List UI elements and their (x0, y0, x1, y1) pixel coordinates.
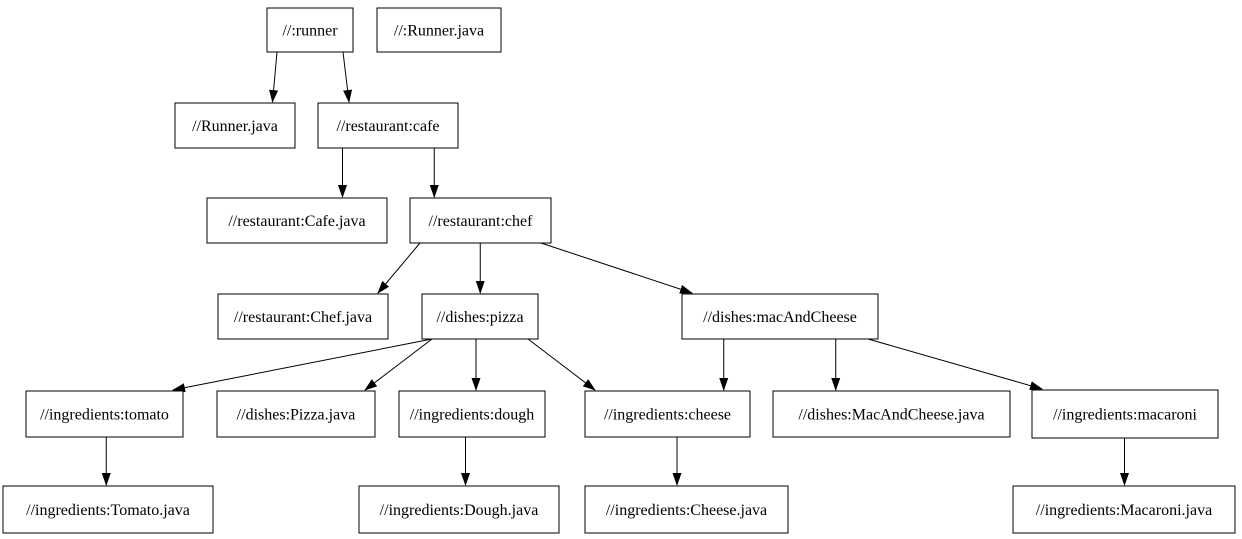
node-box-macaroni (1031, 389, 1219, 439)
node-box-chef-java (217, 293, 389, 340)
graph-node-runner-java: //Runner.java (174, 102, 296, 149)
node-box-cafe-java (206, 197, 388, 244)
node-box-tomato-java (2, 485, 214, 534)
node-label-runner-java-root: //:Runner.java (394, 23, 484, 40)
edge-runner-to-cafe (342, 51, 353, 103)
node-label-macaroni-java: //ingredients:Macaroni.java (1036, 502, 1212, 519)
node-label-tomato: //ingredients:tomato (40, 407, 169, 424)
graph-node-cheese: //ingredients:cheese (584, 390, 751, 438)
node-label-cheese: //ingredients:cheese (604, 407, 731, 424)
node-box-chef (409, 197, 552, 244)
graph-node-macaroni-java: //ingredients:Macaroni.java (1012, 485, 1236, 534)
graph-node-chef: //restaurant:chef (409, 197, 552, 244)
node-label-macaroni: //ingredients:macaroni (1053, 407, 1198, 424)
node-box-tomato (25, 390, 184, 438)
graph-node-macaroni: //ingredients:macaroni (1031, 389, 1219, 439)
edge-pizza-to-tomato (172, 338, 433, 393)
graph-node-dough: //ingredients:dough (398, 390, 546, 438)
graph-node-mac-and-cheese-java: //dishes:MacAndCheese.java (772, 390, 1011, 438)
node-label-chef: //restaurant:chef (429, 213, 534, 230)
node-box-cafe (317, 102, 459, 149)
node-box-dough (398, 390, 546, 438)
node-box-mac-and-cheese (681, 293, 879, 340)
graph-node-chef-java: //restaurant:Chef.java (217, 293, 389, 340)
node-label-runner: //:runner (282, 23, 338, 40)
node-label-cheese-java: //ingredients:Cheese.java (606, 502, 767, 519)
graph-node-mac-and-cheese: //dishes:macAndCheese (681, 293, 879, 340)
node-label-pizza-java: //dishes:Pizza.java (237, 407, 356, 424)
node-box-pizza-java (216, 390, 376, 438)
node-box-macaroni-java (1012, 485, 1236, 534)
node-label-cafe: //restaurant:cafe (336, 118, 439, 135)
edge-chef-to-mac-and-cheese (540, 242, 693, 294)
node-box-runner-java (174, 102, 296, 149)
edge-runner-to-runner-java (269, 51, 279, 103)
edge-pizza-to-cheese (527, 338, 596, 391)
edge-mac-and-cheese-to-macaroni (867, 338, 1043, 391)
graph-node-cafe: //restaurant:cafe (317, 102, 459, 149)
node-box-runner (266, 7, 354, 53)
node-label-mac-and-cheese: //dishes:macAndCheese (703, 309, 857, 326)
node-label-dough-java: //ingredients:Dough.java (380, 502, 539, 519)
graph-node-dough-java: //ingredients:Dough.java (358, 485, 560, 534)
edge-chef-to-chef-java (377, 242, 421, 294)
node-label-chef-java: //restaurant:Chef.java (234, 309, 372, 326)
edges-layer (101, 51, 1129, 486)
graph-node-cheese-java: //ingredients:Cheese.java (584, 485, 789, 534)
edge-pizza-to-pizza-java (364, 338, 433, 391)
node-box-pizza (421, 293, 539, 340)
node-box-dough-java (358, 485, 560, 534)
node-box-cheese (584, 390, 751, 438)
graph-node-tomato: //ingredients:tomato (25, 390, 184, 438)
node-label-mac-and-cheese-java: //dishes:MacAndCheese.java (798, 407, 984, 424)
node-box-cheese-java (584, 485, 789, 534)
graph-node-runner: //:runner (266, 7, 354, 53)
graph-node-runner-java-root: //:Runner.java (376, 7, 502, 53)
node-label-dough: //ingredients:dough (410, 407, 534, 424)
graph-node-pizza: //dishes:pizza (421, 293, 539, 340)
node-label-runner-java: //Runner.java (192, 118, 278, 135)
nodes-layer: //:runner //:Runner.java //Runner.java //re… (2, 7, 1236, 534)
graph-node-tomato-java: //ingredients:Tomato.java (2, 485, 214, 534)
node-label-cafe-java: //restaurant:Cafe.java (228, 213, 365, 230)
node-label-pizza: //dishes:pizza (436, 309, 523, 326)
node-label-tomato-java: //ingredients:Tomato.java (26, 502, 190, 519)
graph-node-pizza-java: //dishes:Pizza.java (216, 390, 376, 438)
graph-node-cafe-java: //restaurant:Cafe.java (206, 197, 388, 244)
node-box-mac-and-cheese-java (772, 390, 1011, 438)
node-box-runner-java-root (376, 7, 502, 53)
